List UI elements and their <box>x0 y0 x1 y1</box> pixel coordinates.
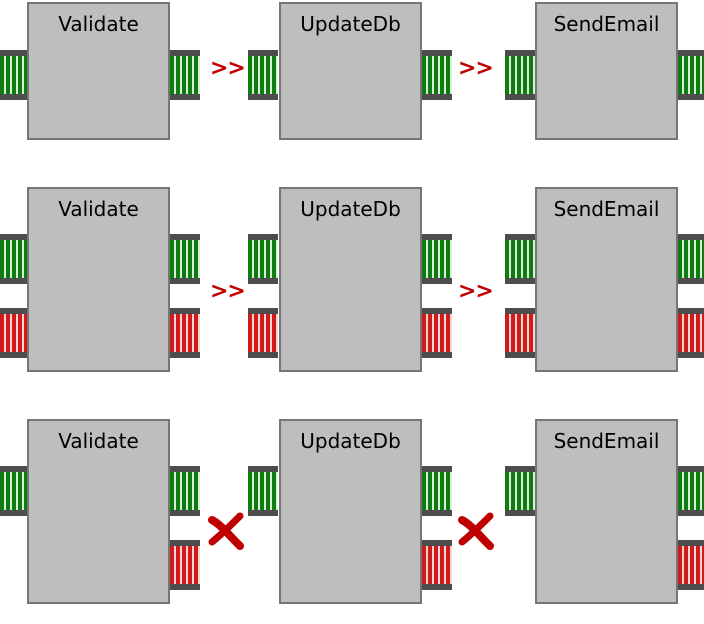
success-track <box>678 466 704 516</box>
bind-connector: >> <box>210 279 246 304</box>
success-track <box>0 234 28 284</box>
success-track <box>0 466 28 516</box>
success-track <box>248 50 278 100</box>
success-track <box>248 234 278 284</box>
failure-track <box>170 540 200 590</box>
success-track <box>422 50 452 100</box>
failure-track <box>248 308 278 358</box>
node-title: Validate <box>58 197 139 221</box>
failure-track <box>678 308 704 358</box>
cross-icon <box>458 512 494 550</box>
success-track <box>505 466 535 516</box>
node-validate: Validate <box>27 2 170 140</box>
node-title: SendEmail <box>553 429 660 453</box>
failure-track <box>422 308 452 358</box>
node-title: Validate <box>58 429 139 453</box>
node-updatedb: UpdateDb <box>279 2 422 140</box>
node-title: UpdateDb <box>300 197 401 221</box>
success-track <box>678 234 704 284</box>
node-title: UpdateDb <box>300 429 401 453</box>
bind-connector: >> <box>458 279 494 304</box>
node-title: SendEmail <box>553 12 660 36</box>
success-track <box>0 50 28 100</box>
node-sendemail: SendEmail <box>535 2 678 140</box>
failure-track <box>505 308 535 358</box>
success-track <box>505 50 535 100</box>
node-sendemail: SendEmail <box>535 419 678 604</box>
bind-connector: >> <box>458 56 494 81</box>
success-track <box>505 234 535 284</box>
node-title: Validate <box>58 12 139 36</box>
failure-track <box>678 540 704 590</box>
bind-connector: >> <box>210 56 246 81</box>
success-track <box>170 234 200 284</box>
success-track <box>170 50 200 100</box>
node-updatedb: UpdateDb <box>279 419 422 604</box>
failure-track <box>0 308 28 358</box>
node-validate: Validate <box>27 419 170 604</box>
success-track <box>678 50 704 100</box>
cross-icon <box>208 512 244 550</box>
success-track <box>422 466 452 516</box>
node-title: SendEmail <box>553 197 660 221</box>
node-validate: Validate <box>27 187 170 372</box>
node-title: UpdateDb <box>300 12 401 36</box>
node-updatedb: UpdateDb <box>279 187 422 372</box>
failure-track <box>422 540 452 590</box>
success-track <box>422 234 452 284</box>
success-track <box>248 466 278 516</box>
node-sendemail: SendEmail <box>535 187 678 372</box>
success-track <box>170 466 200 516</box>
failure-track <box>170 308 200 358</box>
